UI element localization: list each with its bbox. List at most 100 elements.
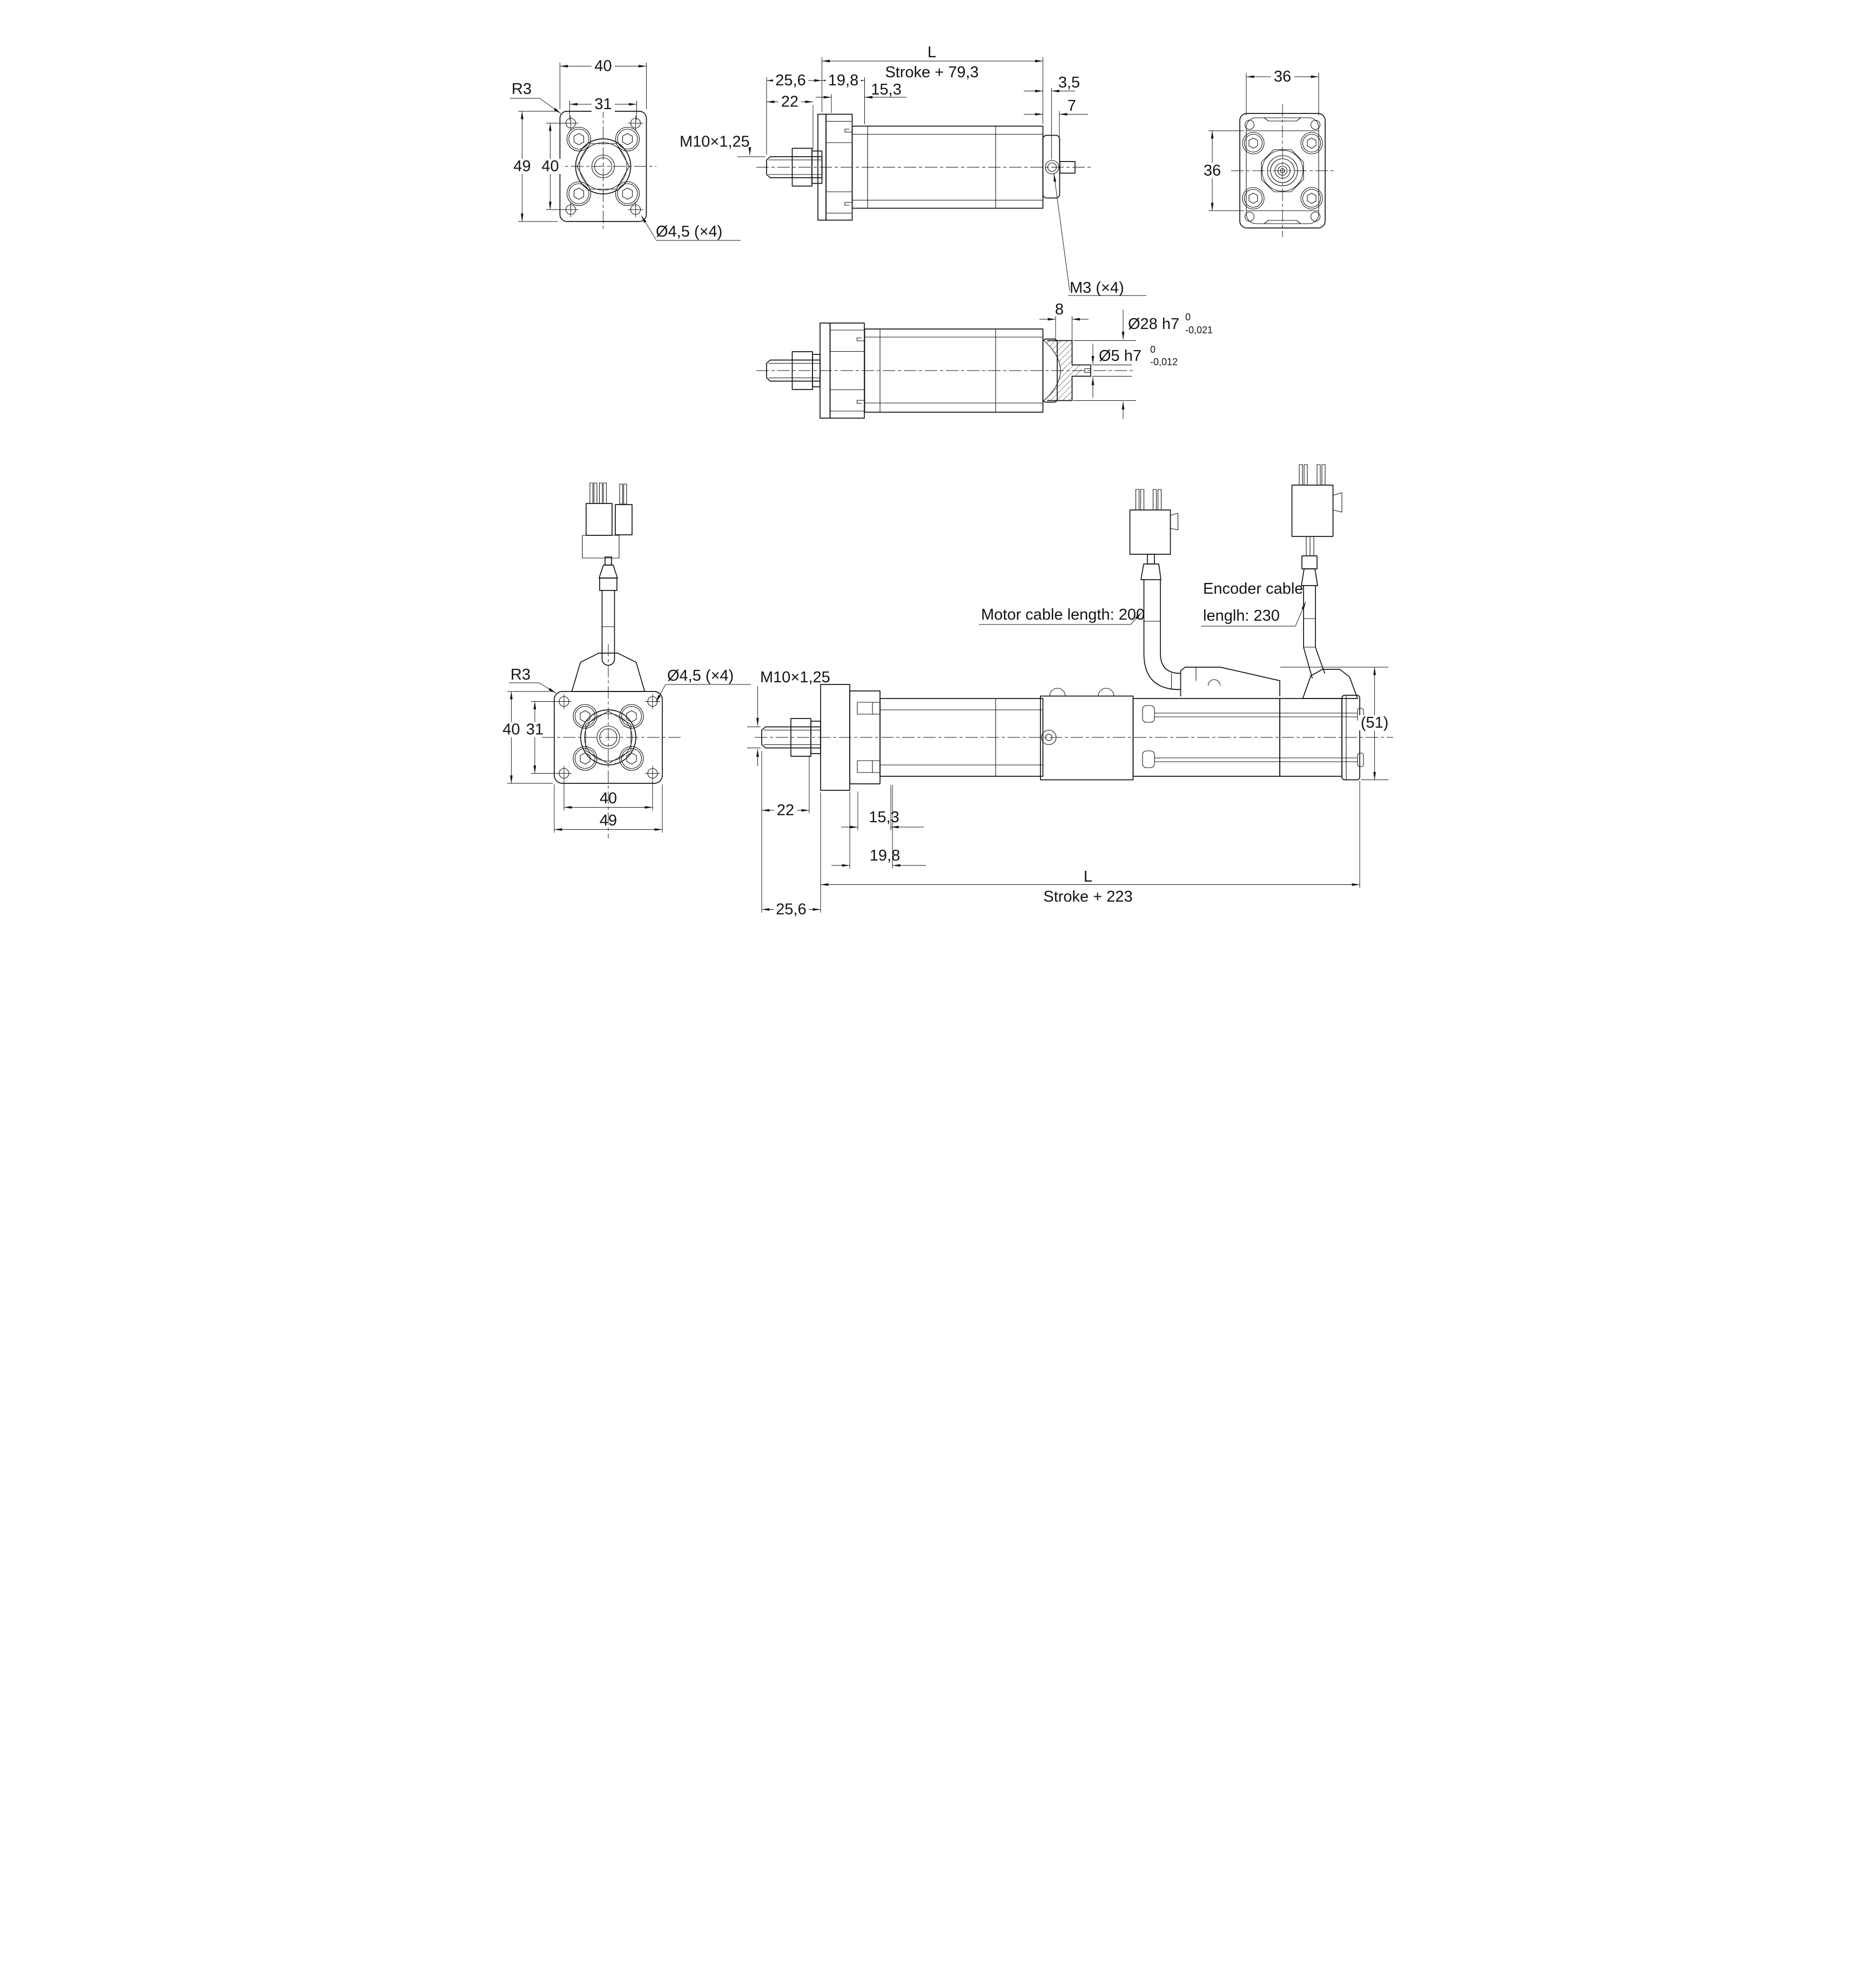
dim-slot-153: 15,3 xyxy=(841,785,924,830)
dim-text: 36 xyxy=(1204,162,1221,179)
note-text: Ø4,5 (×4) xyxy=(656,223,722,240)
view-rear: 36 36 xyxy=(1200,68,1334,237)
dim-text: 36 xyxy=(1274,68,1291,85)
dim-corner-radius: R3 xyxy=(510,80,561,114)
corner-holes xyxy=(556,694,660,781)
connector-latch xyxy=(1332,492,1342,513)
dim-shaft-dia: Ø5 h7 0 -0,012 xyxy=(1091,344,1178,398)
view-front-flange-cabled: R3 Ø4,5 (×4) 40 31 40 49 xyxy=(500,482,751,838)
note-text: M3 (×4) xyxy=(1070,279,1124,297)
dim-height-40: 40 xyxy=(500,691,553,784)
note-m3-holes: M3 (×4) xyxy=(1053,173,1146,297)
encoder-connector-pins xyxy=(1299,464,1326,486)
note-text: Motor cable length: 200 xyxy=(981,606,1145,623)
view-shaft-section: 8 Ø28 h7 0 -0,021 Ø5 h7 0 -0,012 xyxy=(756,301,1213,419)
dim-text: 3,5 xyxy=(1058,74,1080,91)
dim-boss-8: 8 xyxy=(1039,301,1089,364)
dim-sub-text: Stroke + 79,3 xyxy=(885,64,978,81)
dim-pitch-h-40: 40 xyxy=(563,779,653,811)
dim-text: 8 xyxy=(1055,301,1064,318)
note-holes: Ø4,5 (×4) xyxy=(655,667,751,703)
cable-gland xyxy=(1140,563,1161,580)
dim-text: 22 xyxy=(781,93,798,111)
dim-front-198: 19,8 xyxy=(822,72,865,124)
note-text: Ø4,5 (×4) xyxy=(667,667,734,684)
cable-stem xyxy=(1147,554,1155,565)
connector-housing-right xyxy=(615,504,633,535)
dim-rod-256: 25,6 xyxy=(766,72,822,155)
dim-text: 31 xyxy=(526,721,543,738)
connector-housing-left xyxy=(586,503,613,536)
dim-height-49: 49 xyxy=(511,111,558,222)
dim-front-198: 19,8 xyxy=(831,785,926,869)
dim-text: (51) xyxy=(1361,714,1389,731)
wires xyxy=(1306,536,1314,556)
gearbox-block xyxy=(1040,688,1134,781)
note-rod-thread: M10×1,25 xyxy=(680,133,765,157)
encoder-connector xyxy=(1291,485,1334,537)
dim-text: R3 xyxy=(512,80,532,98)
connector-pins xyxy=(589,482,627,505)
dim-text: 25,6 xyxy=(775,72,805,89)
cable-elbow xyxy=(1143,579,1181,690)
dim-corner-radius: R3 xyxy=(509,666,556,694)
dim-text: 40 xyxy=(541,158,559,175)
dim-text: L xyxy=(1084,868,1092,885)
view-side-closed: L Stroke + 79,3 25,6 19,8 22 15,3 3,5 7 xyxy=(756,44,1146,297)
dim-text: L xyxy=(928,44,936,61)
view-side-motor: M10×1,25 Motor cable length: 200 Encoder… xyxy=(747,464,1393,918)
dim-width-36: 36 xyxy=(1246,68,1319,116)
note-text: M10×1,25 xyxy=(680,133,750,151)
dim-text: 15,3 xyxy=(869,809,899,826)
dim-pitch-31: 31 xyxy=(569,96,637,120)
view-front-flange: 40 31 R3 49 40 Ø4,5 (×4) M10×1,25 xyxy=(510,58,765,241)
actuator-technical-drawing: 40 31 R3 49 40 Ø4,5 (×4) M10×1,25 xyxy=(467,0,1400,994)
centerlines xyxy=(550,105,656,229)
dim-rear-7: 7 xyxy=(1024,97,1088,160)
dim-overall-L: L Stroke + 223 xyxy=(820,781,1360,913)
dim-width-40: 40 xyxy=(560,58,647,109)
note-rod-thread: M10×1,25 xyxy=(747,669,830,766)
socket-screws xyxy=(1242,132,1323,210)
dim-height-51: (51) xyxy=(1280,667,1392,780)
dim-pitch-v-40: 40 xyxy=(539,123,569,210)
corner-holes xyxy=(563,116,643,217)
encoder-cable xyxy=(1291,464,1342,679)
dim-height-36: 36 xyxy=(1200,130,1244,211)
dim-text: 40 xyxy=(594,58,612,75)
dim-text: 7 xyxy=(1067,97,1076,115)
motor-cover xyxy=(1180,667,1280,697)
socket-screws xyxy=(573,704,644,771)
tolerance-upper: 0 xyxy=(1150,344,1156,355)
dim-text: 49 xyxy=(513,158,530,175)
dim-text: 49 xyxy=(600,812,617,829)
drawing-page: 40 31 R3 49 40 Ø4,5 (×4) M10×1,25 xyxy=(467,0,1400,994)
cable-collar xyxy=(1301,555,1318,569)
dim-text: 25,6 xyxy=(776,901,806,918)
dim-text: Ø28 h7 xyxy=(1128,315,1179,333)
note-text: M10×1,25 xyxy=(760,669,830,686)
dim-text: 22 xyxy=(777,802,794,819)
dim-rod-256: 25,6 xyxy=(761,901,821,918)
note-holes: Ø4,5 (×4) xyxy=(641,215,741,241)
motor-cable xyxy=(1129,489,1181,690)
encoder-cable-boss xyxy=(1302,669,1358,699)
cable-tube xyxy=(1303,585,1325,679)
cable-gland-collar xyxy=(599,577,617,591)
dim-boss-dia: Ø28 h7 0 -0,021 xyxy=(1073,310,1213,419)
connector-bracket xyxy=(582,535,620,559)
socket-screws xyxy=(566,126,640,206)
cable-gland xyxy=(1301,568,1318,586)
dim-nut-22: 22 xyxy=(761,751,810,913)
dim-text: Ø5 h7 xyxy=(1099,347,1141,365)
hex-nut-front xyxy=(585,710,632,764)
dim-text: 40 xyxy=(600,790,617,807)
dim-pitch-v-31: 31 xyxy=(523,701,558,774)
dim-text: 31 xyxy=(594,96,612,113)
note-encoder-cable: Encoder cable lenglh: 230 xyxy=(1201,580,1306,627)
centerlines xyxy=(1231,104,1334,237)
dim-overall-L: L Stroke + 79,3 xyxy=(822,44,1043,124)
dim-slot-153: 15,3 xyxy=(816,77,906,124)
tolerance-lower: -0,012 xyxy=(1150,357,1178,367)
dim-nut-22: 22 xyxy=(766,93,814,150)
